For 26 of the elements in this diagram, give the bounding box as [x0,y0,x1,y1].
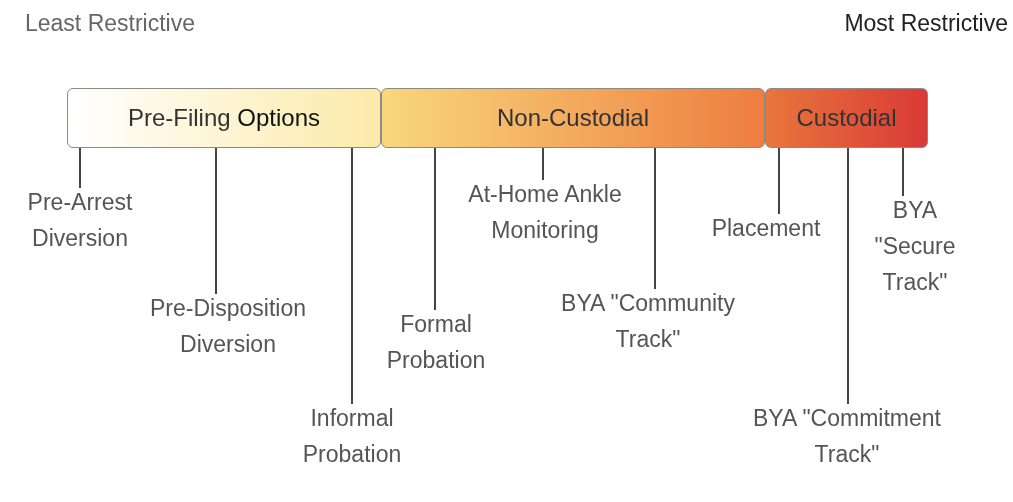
option-label: Formal Probation [361,306,511,378]
leader-line [902,147,904,197]
scale-end-label: Least Restrictive [25,10,195,37]
option-label: At-Home Ankle Monitoring [465,176,625,248]
leader-line [542,147,544,181]
option-label: BYA "Secure Track" [865,192,965,300]
leader-line [215,147,217,295]
option-label: BYA "Commitment Track" [747,400,947,472]
band-label: Pre-Filing Options [127,104,321,132]
leader-line [351,147,353,405]
scale-end-label: Most Restrictive [844,10,1008,37]
pre-filing-band [67,88,381,148]
band-label: Custodial [796,104,897,132]
leader-line [654,147,656,290]
custodial-band [765,88,928,148]
leader-line [79,147,81,189]
leader-line [778,147,780,215]
leader-line [847,147,849,405]
option-label: Placement [691,210,841,246]
leader-line [434,147,436,311]
option-label: Informal Probation [272,400,432,472]
non-custodial-band [381,88,765,148]
option-label: Pre-Disposition Diversion [113,290,343,362]
band-label: Non-Custodial [496,104,650,132]
option-label: BYA "Community Track" [553,285,743,357]
option-label: Pre-Arrest Diversion [0,184,165,256]
